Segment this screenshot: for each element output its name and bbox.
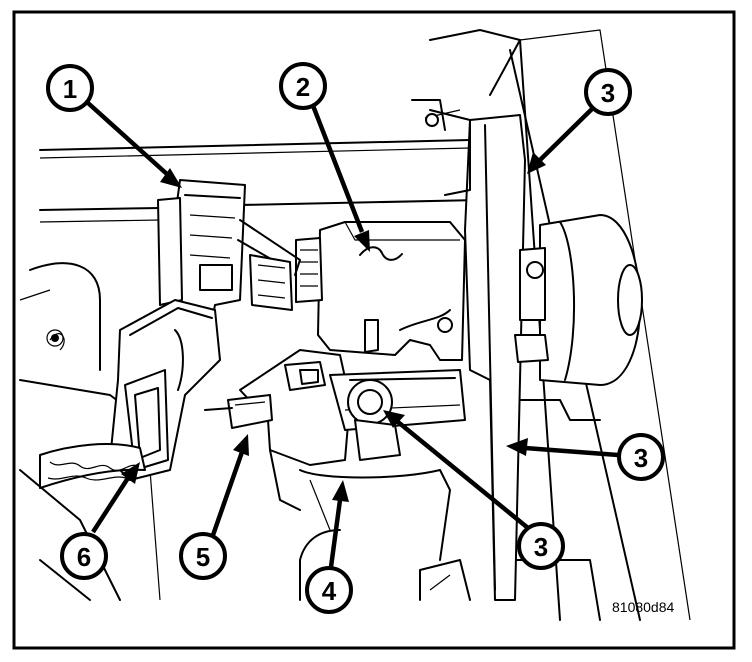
leader-arrows [86, 101, 619, 568]
electrical-connector [39, 299, 221, 489]
callout-1-label: 1 [63, 74, 77, 104]
callout-2-label: 2 [296, 72, 310, 102]
callout-5: 5 [179, 532, 227, 580]
switch-block [157, 179, 301, 331]
callout-3-bottom: 3 [517, 522, 565, 570]
callout-2: 2 [279, 62, 327, 110]
callout-4-label: 4 [322, 576, 337, 606]
callout-6: 6 [60, 532, 108, 580]
cylinder-housing [514, 214, 643, 386]
mounting-bracket [411, 99, 526, 601]
callout-3-top-label: 3 [601, 78, 615, 108]
callout-3-right: 3 [617, 433, 665, 481]
callout-6-label: 6 [77, 542, 91, 572]
callout-3-top: 3 [584, 68, 632, 116]
callout-3-bottom-label: 3 [534, 532, 548, 562]
callout-3-right-label: 3 [634, 443, 648, 473]
callout-1: 1 [46, 64, 94, 112]
callout-5-label: 5 [196, 542, 210, 572]
figure-id-label: 81080d84 [612, 599, 675, 615]
lower-bracket [204, 349, 466, 561]
callout-4: 4 [305, 566, 353, 614]
main-housing [295, 221, 466, 361]
